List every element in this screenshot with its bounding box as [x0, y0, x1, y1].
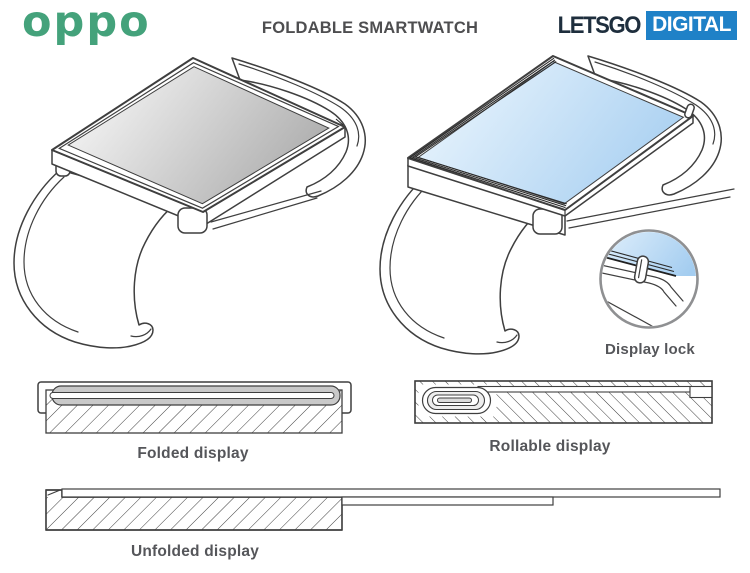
- band-strip-lines: [566, 188, 735, 222]
- display-lock-clip: [684, 103, 695, 119]
- rollable-display-caption: Rollable display: [489, 438, 611, 455]
- unfolded-display-cross-section: [45, 488, 721, 531]
- display-strip: [477, 385, 691, 393]
- inset-band-lines: [602, 296, 662, 326]
- display-lock-caption: Display lock: [605, 341, 695, 358]
- folded-display-cross-section: [37, 381, 352, 434]
- unfolded-screen: [417, 60, 685, 205]
- oppo-logo: oppo: [22, 0, 151, 47]
- unfolded-display-strip: [61, 488, 721, 498]
- page-title: FOLDABLE SMARTWATCH: [261, 19, 479, 37]
- folded-watch-figure: [13, 57, 366, 349]
- wrist-cuff-band: [13, 169, 179, 349]
- letsgo-logo-text: LETSGO: [557, 11, 642, 39]
- rolled-edge-stripes: [408, 57, 566, 209]
- letsgo-digital-logo: LETSGO DIGITAL: [554, 11, 737, 40]
- unfolded-watch-figure: [379, 55, 735, 355]
- folded-display-caption: Folded display: [137, 445, 249, 462]
- band-strip-lines: [210, 190, 322, 223]
- wrist-cuff-band: [379, 175, 545, 355]
- display-lock-inset: [599, 229, 699, 329]
- lock-clip: [633, 255, 650, 284]
- digital-logo-badge: DIGITAL: [646, 11, 737, 40]
- unfolded-display-caption: Unfolded display: [130, 543, 260, 560]
- folded-screen: [67, 66, 330, 205]
- rollable-display-cross-section: [414, 380, 713, 424]
- inset-screen: [602, 232, 696, 276]
